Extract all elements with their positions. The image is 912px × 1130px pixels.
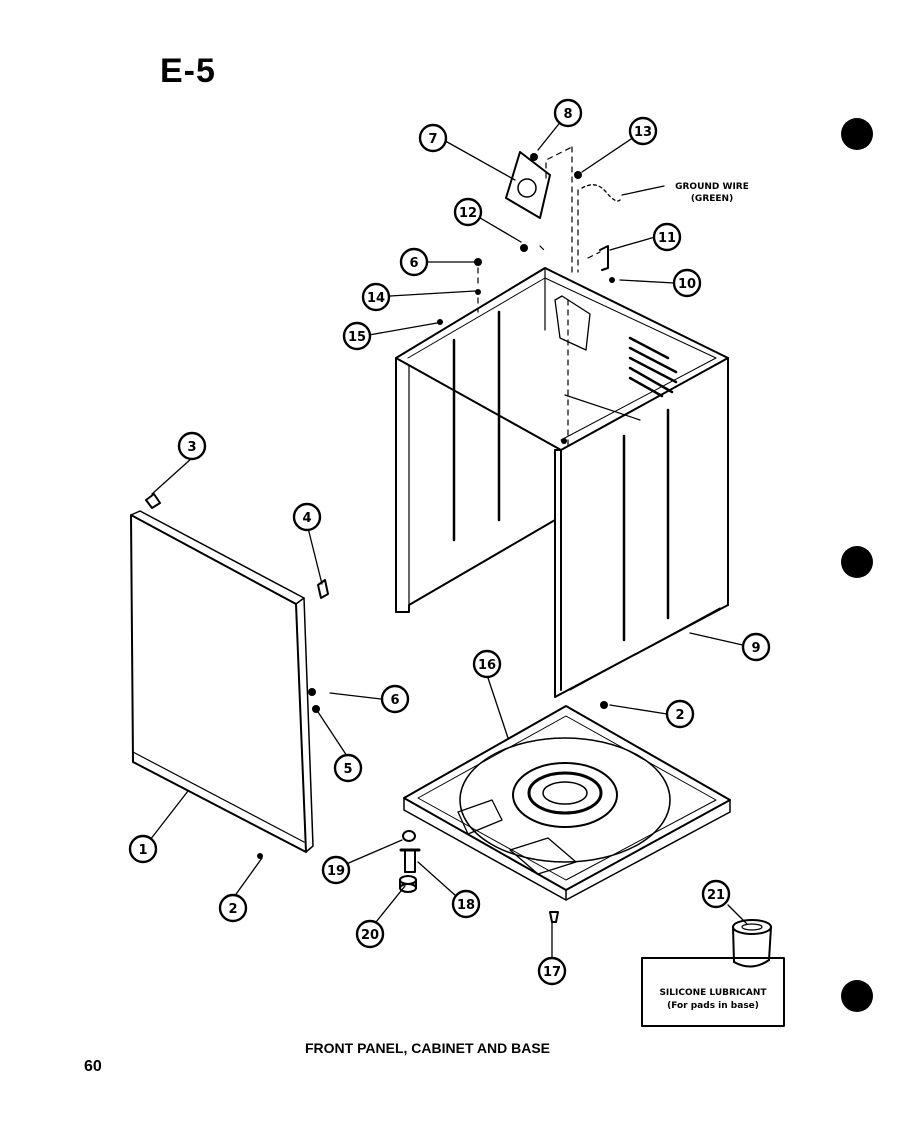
callout-bubble-c21 (701, 879, 731, 909)
hardware-dots (257, 153, 615, 859)
callout-bubble-c4 (292, 502, 322, 532)
callout-bubble-c10 (672, 268, 702, 298)
callout-number-c19: 19 (327, 864, 345, 879)
callout-bubble-c6a (399, 247, 429, 277)
foot-pad-part-20 (399, 875, 417, 893)
callout-number-c5: 5 (343, 762, 352, 777)
callout-number-c9: 9 (751, 641, 760, 656)
ground-wire-label: GROUND WIRE (675, 182, 749, 192)
leveling-leg-part-18 (399, 848, 421, 873)
screw-part-17 (549, 911, 559, 923)
callout-number-c18: 18 (457, 898, 475, 913)
callout-number-c17: 17 (543, 965, 561, 980)
ground-wire (581, 184, 621, 202)
mounting-plate-part-7 (505, 151, 551, 219)
callout-bubble-c11 (652, 222, 682, 252)
binder-holes (841, 118, 873, 1012)
diagram-caption: FRONT PANEL, CABINET AND BASE (305, 1040, 550, 1056)
callout-number-c6b: 6 (390, 693, 399, 708)
ground-wire-color: (GREEN) (691, 194, 733, 204)
callout-number-c12: 12 (459, 206, 477, 221)
callout-bubble-c20 (355, 919, 385, 949)
callout-number-c1: 1 (138, 843, 147, 858)
callout-number-c2b: 2 (228, 902, 237, 917)
clip-part-3 (145, 493, 161, 509)
lubricant-note: SILICONE LUBRICANT (For pads in base) (659, 988, 767, 1011)
lubricant-usage: (For pads in base) (667, 1001, 759, 1011)
lubricant-can-part-21 (732, 919, 772, 968)
callout-bubble-c14 (361, 282, 391, 312)
lubricant-label: SILICONE LUBRICANT (659, 988, 767, 998)
callout-number-c21: 21 (707, 888, 725, 903)
callout-bubble-c1 (128, 834, 158, 864)
callout-bubble-c18 (451, 889, 481, 919)
callout-bubble-c19 (321, 855, 351, 885)
wire-clip-part-11 (599, 245, 609, 271)
callout-number-c20: 20 (361, 928, 379, 943)
callout-number-c14: 14 (367, 291, 385, 306)
callout-number-c15: 15 (348, 330, 366, 345)
callout-number-c4: 4 (302, 511, 311, 526)
callout-number-c7: 7 (428, 132, 437, 147)
callout-bubble-c2b (218, 893, 248, 923)
callout-number-c2a: 2 (675, 708, 684, 723)
base (403, 705, 731, 901)
callout-bubble-c8 (553, 98, 583, 128)
callout-number-c11: 11 (658, 231, 676, 246)
callout-bubble-c7 (418, 123, 448, 153)
callout-bubble-c6b (380, 684, 410, 714)
ground-wire-note: GROUND WIRE (GREEN) (675, 182, 749, 204)
callout-bubble-c17 (537, 956, 567, 986)
callout-bubble-c13 (628, 116, 658, 146)
callout-bubble-c2a (665, 699, 695, 729)
callout-number-c8: 8 (563, 107, 572, 122)
callout-bubble-c5 (333, 753, 363, 783)
callout-number-c16: 16 (478, 658, 496, 673)
dashed-lines (477, 146, 601, 446)
clip-part-4 (317, 579, 329, 599)
cabinet (395, 267, 729, 698)
sheet-code: E-5 (160, 52, 216, 90)
callout-number-c13: 13 (634, 125, 652, 140)
callout-bubble-c3 (177, 431, 207, 461)
callout-bubble-c16 (472, 649, 502, 679)
page-number: 60 (84, 1058, 102, 1075)
callout-bubble-c9 (741, 632, 771, 662)
leader-lines (149, 114, 748, 961)
callout-bubble-c15 (342, 321, 372, 351)
lubricant-note-box (641, 957, 785, 1027)
callout-number-c10: 10 (678, 277, 696, 292)
callout-bubble-c12 (453, 197, 483, 227)
callout-number-c3: 3 (187, 440, 196, 455)
washer-part-19 (402, 830, 416, 842)
front-panel (130, 510, 314, 853)
callout-number-c6a: 6 (409, 256, 418, 271)
